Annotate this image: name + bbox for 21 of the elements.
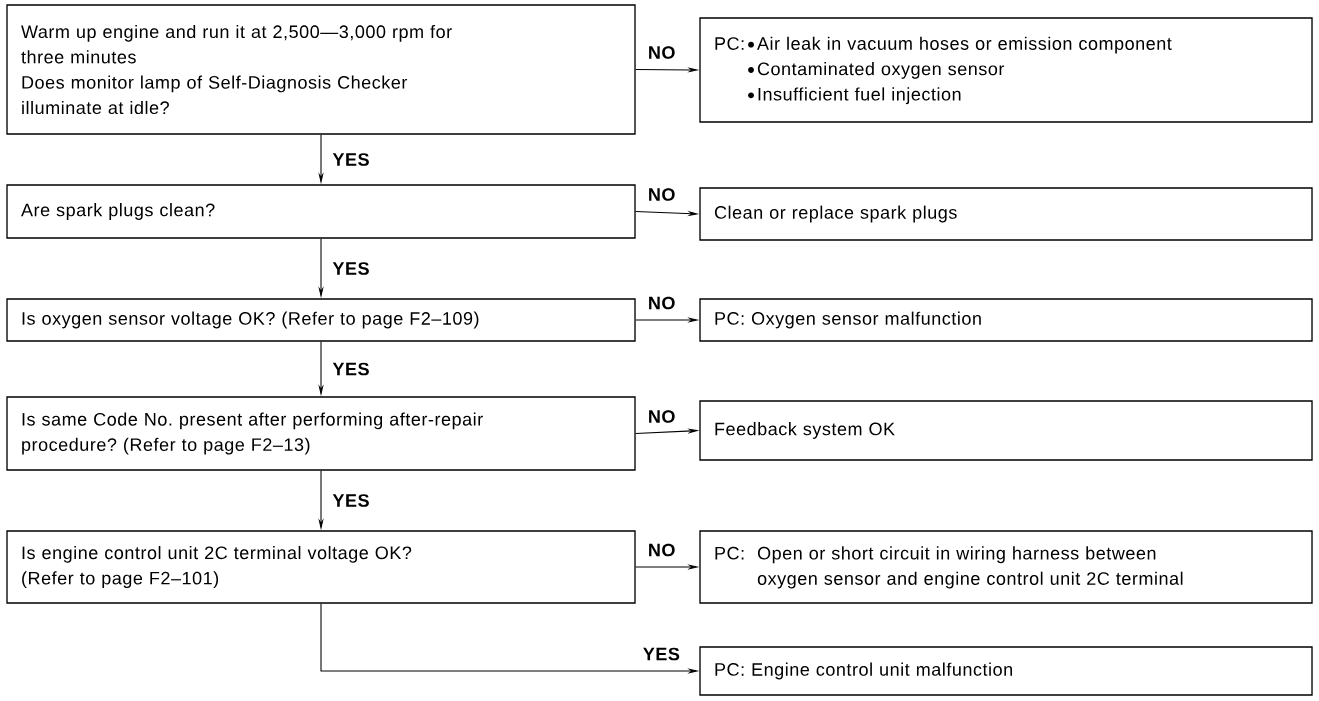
result-box: PC: Oxygen sensor malfunction bbox=[699, 298, 1313, 342]
edge-label: NO bbox=[649, 46, 675, 59]
result-box: PC: Open or short circuit in wiring harness between oxygen sensor and engine control unit 2C terminal bbox=[699, 530, 1313, 604]
decision-box: Is engine control unit 2C terminal voltage OK? (Refer to page F2–101) bbox=[6, 530, 636, 604]
edge-label: NO bbox=[649, 188, 675, 201]
edge-label: NO bbox=[649, 296, 675, 310]
edge-label: NO bbox=[649, 410, 675, 423]
result-box: PC: Engine control unit malfunction bbox=[699, 646, 1313, 696]
decision-box: Warm up engine and run it at 2,500—3,000 rpm for three minutes Does monitor lamp of Self-Diagnosis Checker illuminate at idle? bbox=[6, 4, 636, 135]
edge-label: YES bbox=[332, 494, 369, 507]
decision-box: Are spark plugs clean? bbox=[6, 184, 636, 239]
decision-box: Is oxygen sensor voltage OK? (Refer to page F2–109) bbox=[6, 298, 636, 342]
result-box: PC: Air leak in vacuum hoses or emission component Contaminated oxygen sensor Insufficient fuel injection bbox=[699, 17, 1313, 123]
result-box: Feedback system OK bbox=[699, 400, 1313, 461]
edge-label: YES bbox=[643, 647, 680, 661]
decision-box: Is same Code No. present after performing after-repair procedure? (Refer to page F2–13) bbox=[6, 396, 636, 471]
edge-label: NO bbox=[649, 543, 675, 557]
edge-label: YES bbox=[332, 262, 369, 275]
result-box: Clean or replace spark plugs bbox=[699, 187, 1313, 241]
edge-label: YES bbox=[332, 362, 369, 376]
edge-label: YES bbox=[332, 153, 369, 166]
